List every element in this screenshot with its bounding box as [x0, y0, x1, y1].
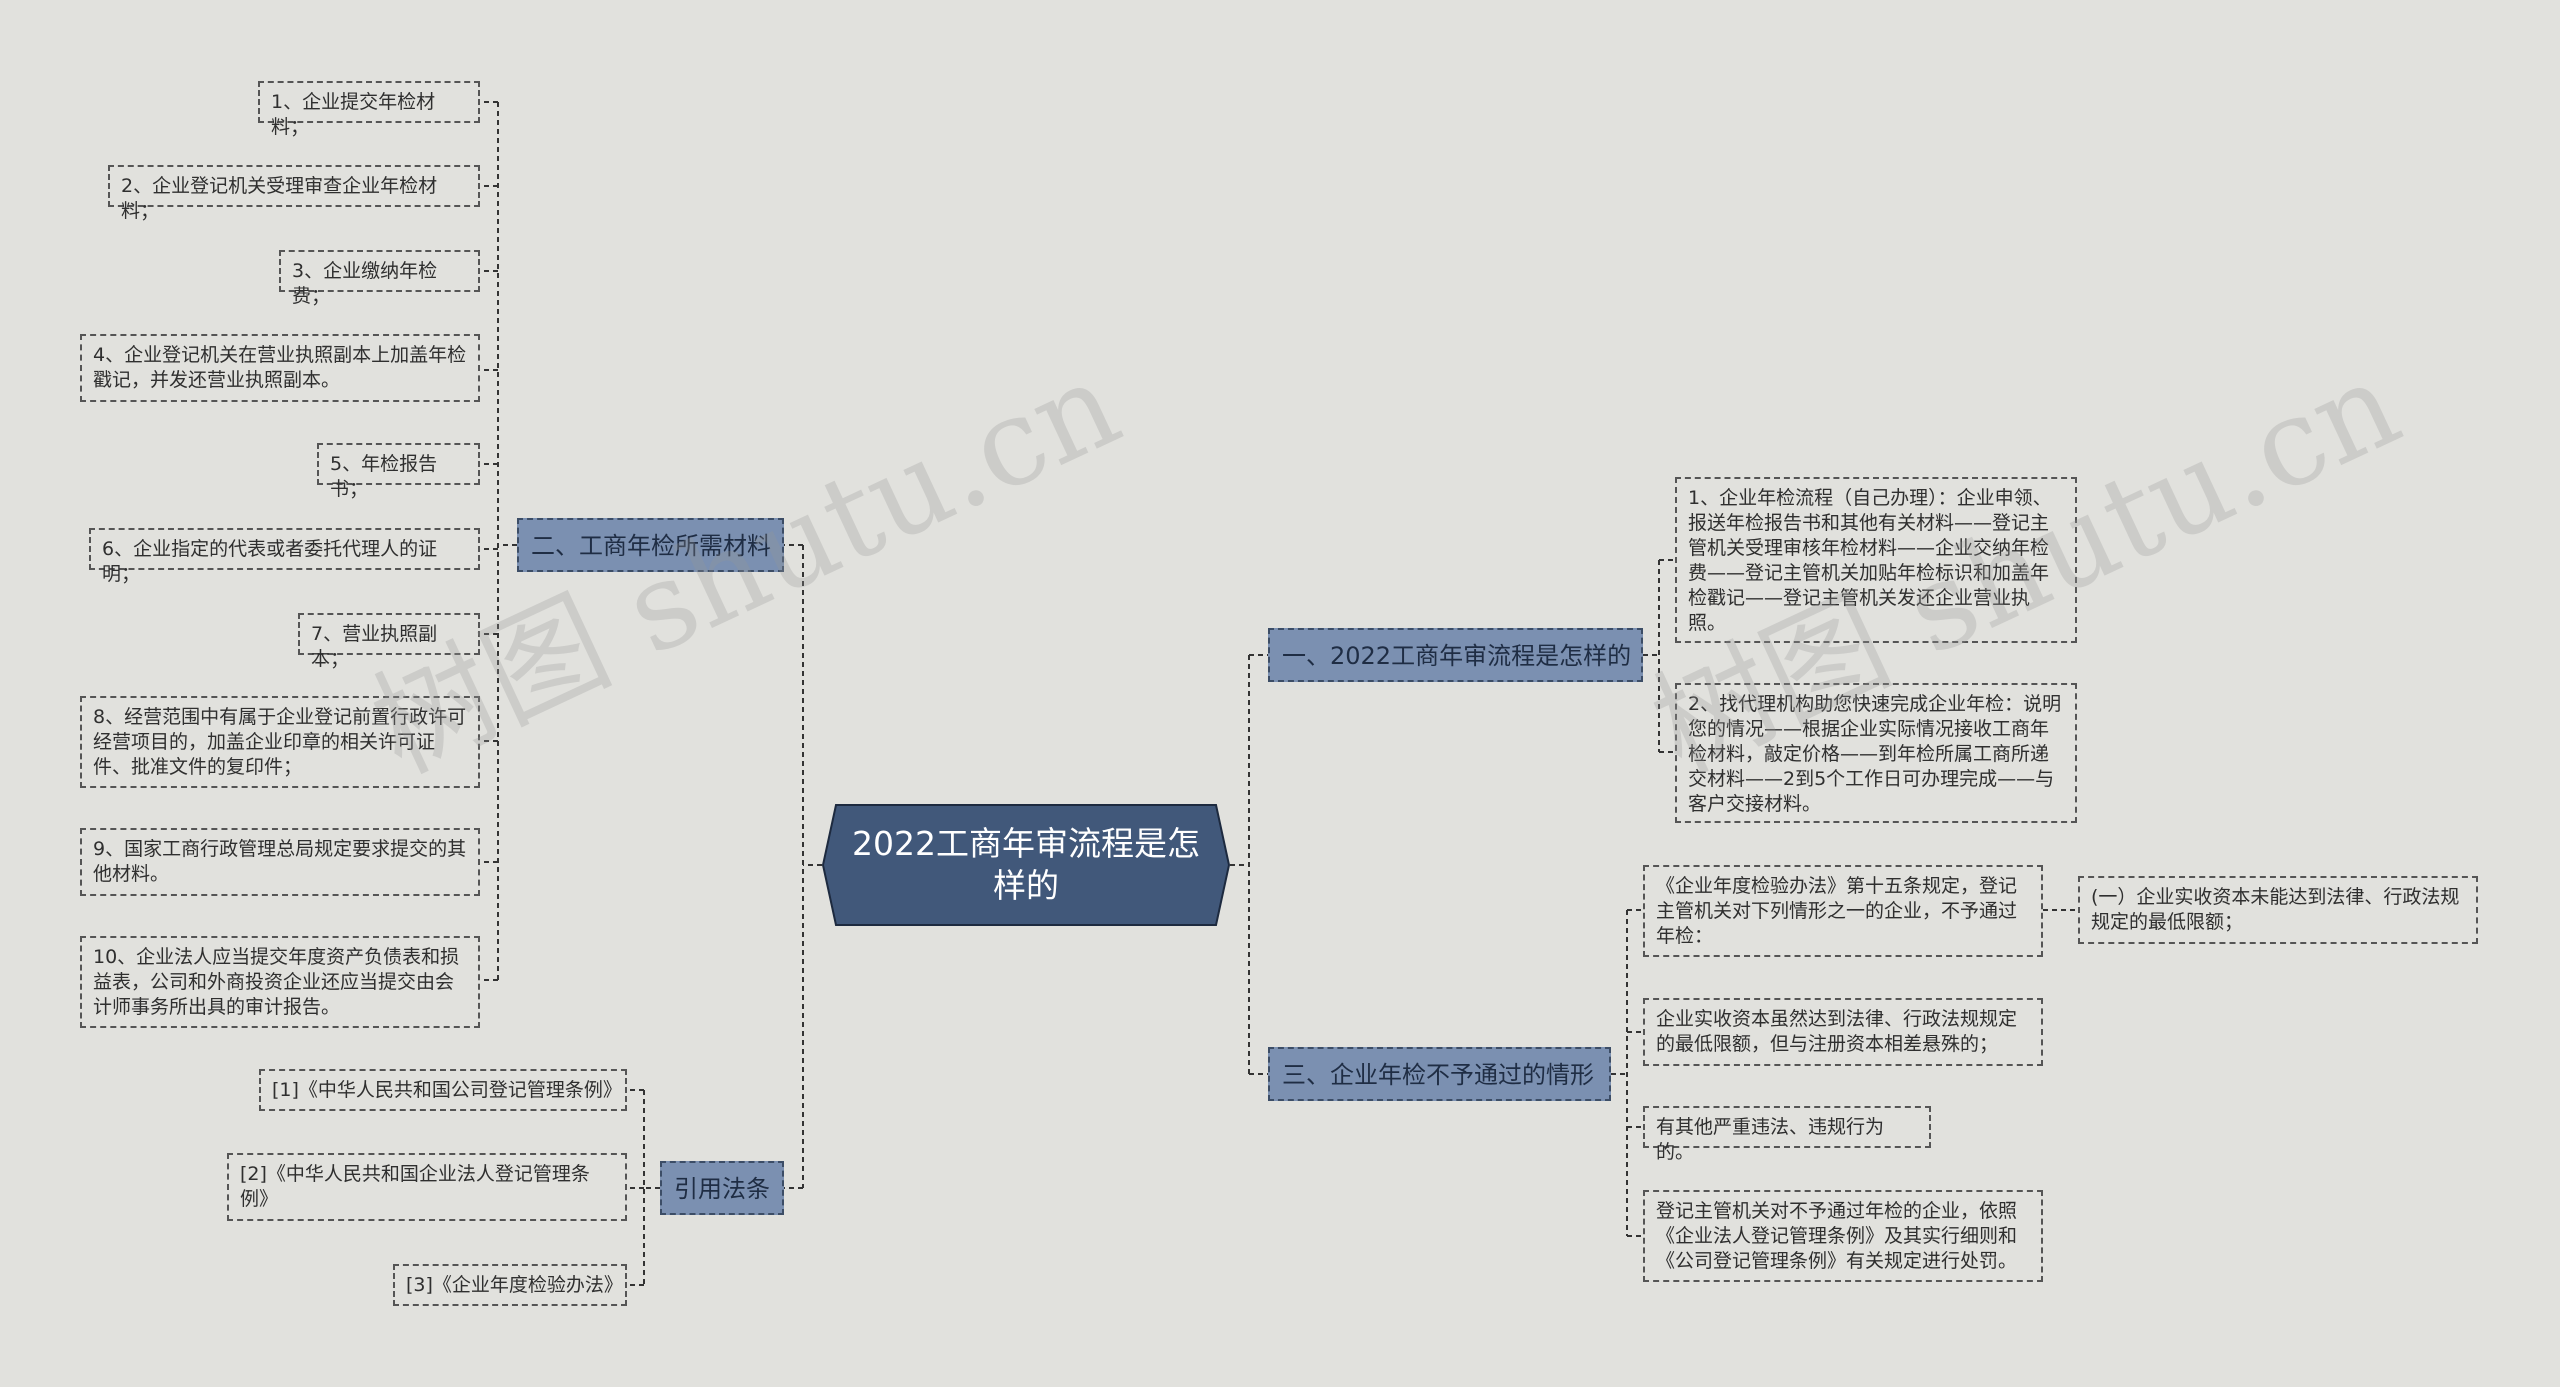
root-hexagon-shape — [822, 804, 1230, 926]
law-item-3[interactable]: [3]《企业年度检验办法》 — [393, 1264, 627, 1306]
material-item-9[interactable]: 9、国家工商行政管理总局规定要求提交的其他材料。 — [80, 828, 480, 896]
root-label: 2022工商年审流程是怎样的 — [852, 824, 1200, 905]
material-item-5[interactable]: 5、年检报告书； — [317, 443, 480, 500]
material-item-6[interactable]: 6、企业指定的代表或者委托代理人的证明； — [89, 528, 480, 585]
law-item-1[interactable]: [1]《中华人民共和国公司登记管理条例》 — [259, 1069, 627, 1111]
material-item-10[interactable]: 10、企业法人应当提交年度资产负债表和损益表，公司和外商投资企业还应当提交由会计… — [80, 936, 480, 1028]
material-item-8[interactable]: 8、经营范围中有属于企业登记前置行政许可经营项目的，加盖企业印章的相关许可证件、… — [80, 696, 480, 788]
branch-process[interactable]: 一、2022工商年审流程是怎样的 — [1268, 628, 1643, 682]
root-node[interactable]: 2022工商年审流程是怎样的 — [822, 804, 1230, 926]
law-item-2[interactable]: [2]《中华人民共和国企业法人登记管理条例》 — [227, 1153, 627, 1221]
branch-failure[interactable]: 三、企业年检不予通过的情形 — [1268, 1047, 1611, 1101]
failure-item-1[interactable]: 《企业年度检验办法》第十五条规定，登记主管机关对下列情形之一的企业，不予通过年检… — [1643, 865, 2043, 957]
failure-item-2[interactable]: 企业实收资本虽然达到法律、行政法规规定的最低限额，但与注册资本相差悬殊的； — [1643, 998, 2043, 1066]
failure-sub-item-1[interactable]: (一）企业实收资本未能达到法律、行政法规规定的最低限额； — [2078, 876, 2478, 944]
branch-laws[interactable]: 引用法条 — [660, 1161, 784, 1215]
material-item-3[interactable]: 3、企业缴纳年检费； — [279, 250, 480, 307]
material-item-4[interactable]: 4、企业登记机关在营业执照副本上加盖年检戳记，并发还营业执照副本。 — [80, 334, 480, 402]
material-item-2[interactable]: 2、企业登记机关受理审查企业年检材料； — [108, 165, 480, 222]
process-item-2[interactable]: 2、找代理机构助您快速完成企业年检：说明您的情况——根据企业实际情况接收工商年检… — [1675, 683, 2077, 823]
material-item-1[interactable]: 1、企业提交年检材料； — [258, 81, 480, 138]
branch-materials[interactable]: 二、工商年检所需材料 — [517, 518, 784, 572]
failure-item-4[interactable]: 登记主管机关对不予通过年检的企业，依照《企业法人登记管理条例》及其实行细则和《公… — [1643, 1190, 2043, 1282]
material-item-7[interactable]: 7、营业执照副本； — [298, 613, 480, 670]
failure-item-3[interactable]: 有其他严重违法、违规行为的。 — [1643, 1106, 1931, 1163]
process-item-1[interactable]: 1、企业年检流程（自己办理）：企业申领、报送年检报告书和其他有关材料——登记主管… — [1675, 477, 2077, 643]
